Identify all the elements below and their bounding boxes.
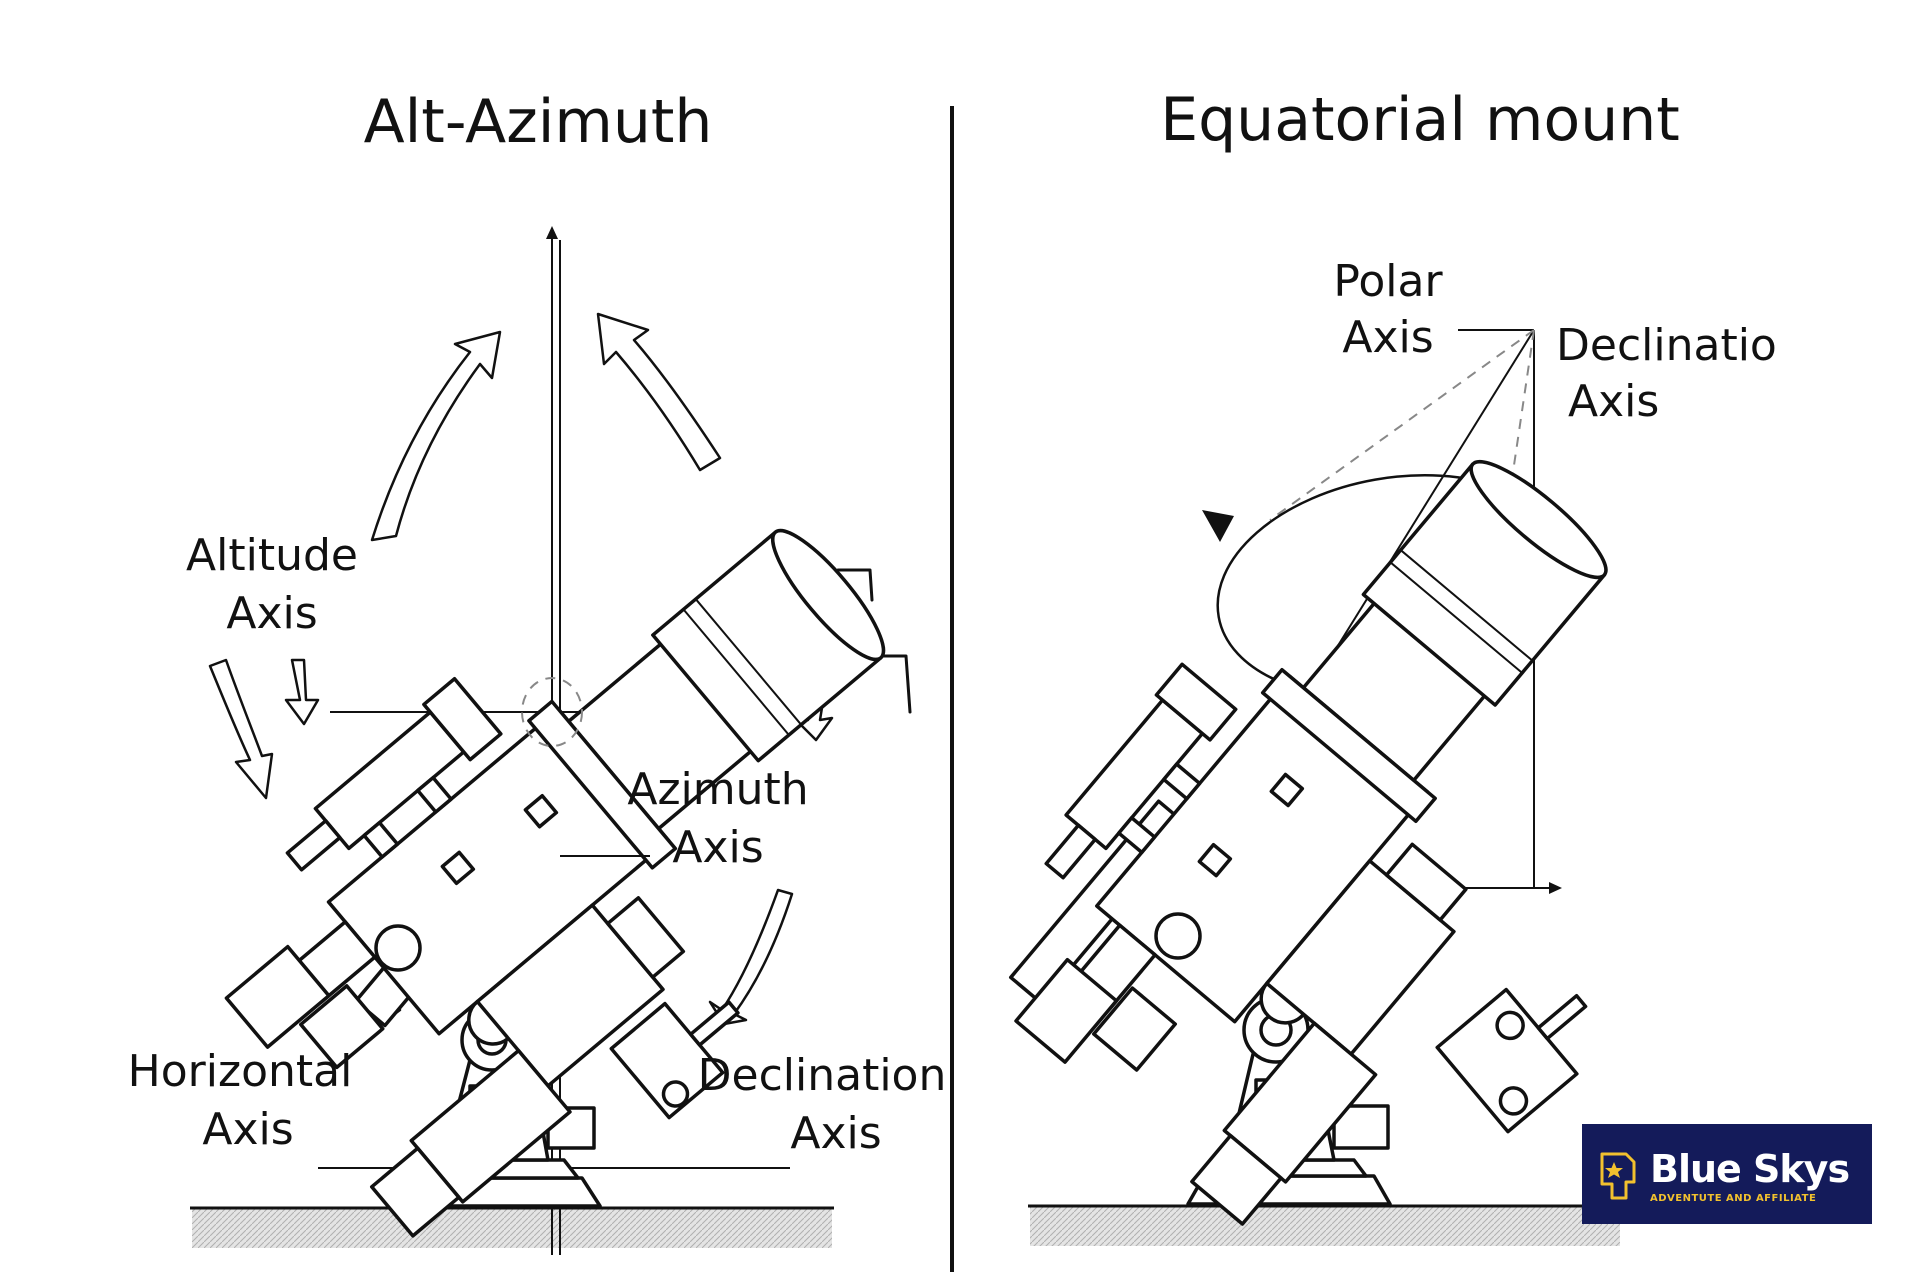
left-ground [192,1208,832,1248]
alt-azimuth-title: Alt-Azimuth [364,87,713,157]
altitude-small-down-arrow-icon [284,658,320,726]
polar-cone-dashed-1 [1269,329,1535,521]
equatorial-title: Equatorial mount [1160,85,1680,155]
horizontal-axis-label-line2: Axis [202,1104,293,1155]
altitude-axis-label-line1: Altitude [186,530,358,581]
altitude-down-arrow-icon [208,658,274,800]
declination-axis-label-line1: Declination [698,1050,947,1101]
equatorial-panel: Equatorial mount [1009,85,1777,1246]
declination-axis-label-line2: Axis [790,1108,881,1159]
alt-azimuth-panel: Alt-Azimuth [128,87,947,1255]
alt-azimuth-telescope [224,528,886,1238]
polar-cone-dashed-2 [1499,329,1535,561]
polar-axis-label-line1: Polar [1333,256,1443,307]
declination-axis-label-right-line1: Declinatio [1556,320,1777,371]
azimuth-axis-label-line2: Axis [672,822,763,873]
azimuth-axis-label-line1: Azimuth [627,764,808,815]
azimuth-curved-arrow-icon [596,312,722,472]
declination-axis-label-right-line2: Axis [1568,376,1659,427]
equatorial-telescope [1009,460,1608,1226]
logo-brand: Blue Skys [1650,1146,1850,1191]
horizontal-axis-label-line1: Horizontal [128,1046,353,1097]
altitude-axis-label-line2: Axis [226,588,317,639]
right-ground [1030,1206,1620,1246]
declination-down-arrow-icon [708,888,794,1026]
rotation-arrowhead-icon [1202,510,1234,542]
blue-skys-logo: Blue Skys ADVENTUTE AND AFFILIATE [1582,1124,1872,1224]
altitude-curved-arrow-icon [370,330,502,542]
logo-tagline: ADVENTUTE AND AFFILIATE [1650,1192,1817,1204]
star-map-icon [1600,1152,1636,1200]
polar-axis-label-line2: Axis [1342,312,1433,363]
motion-tick-icon [836,568,874,602]
